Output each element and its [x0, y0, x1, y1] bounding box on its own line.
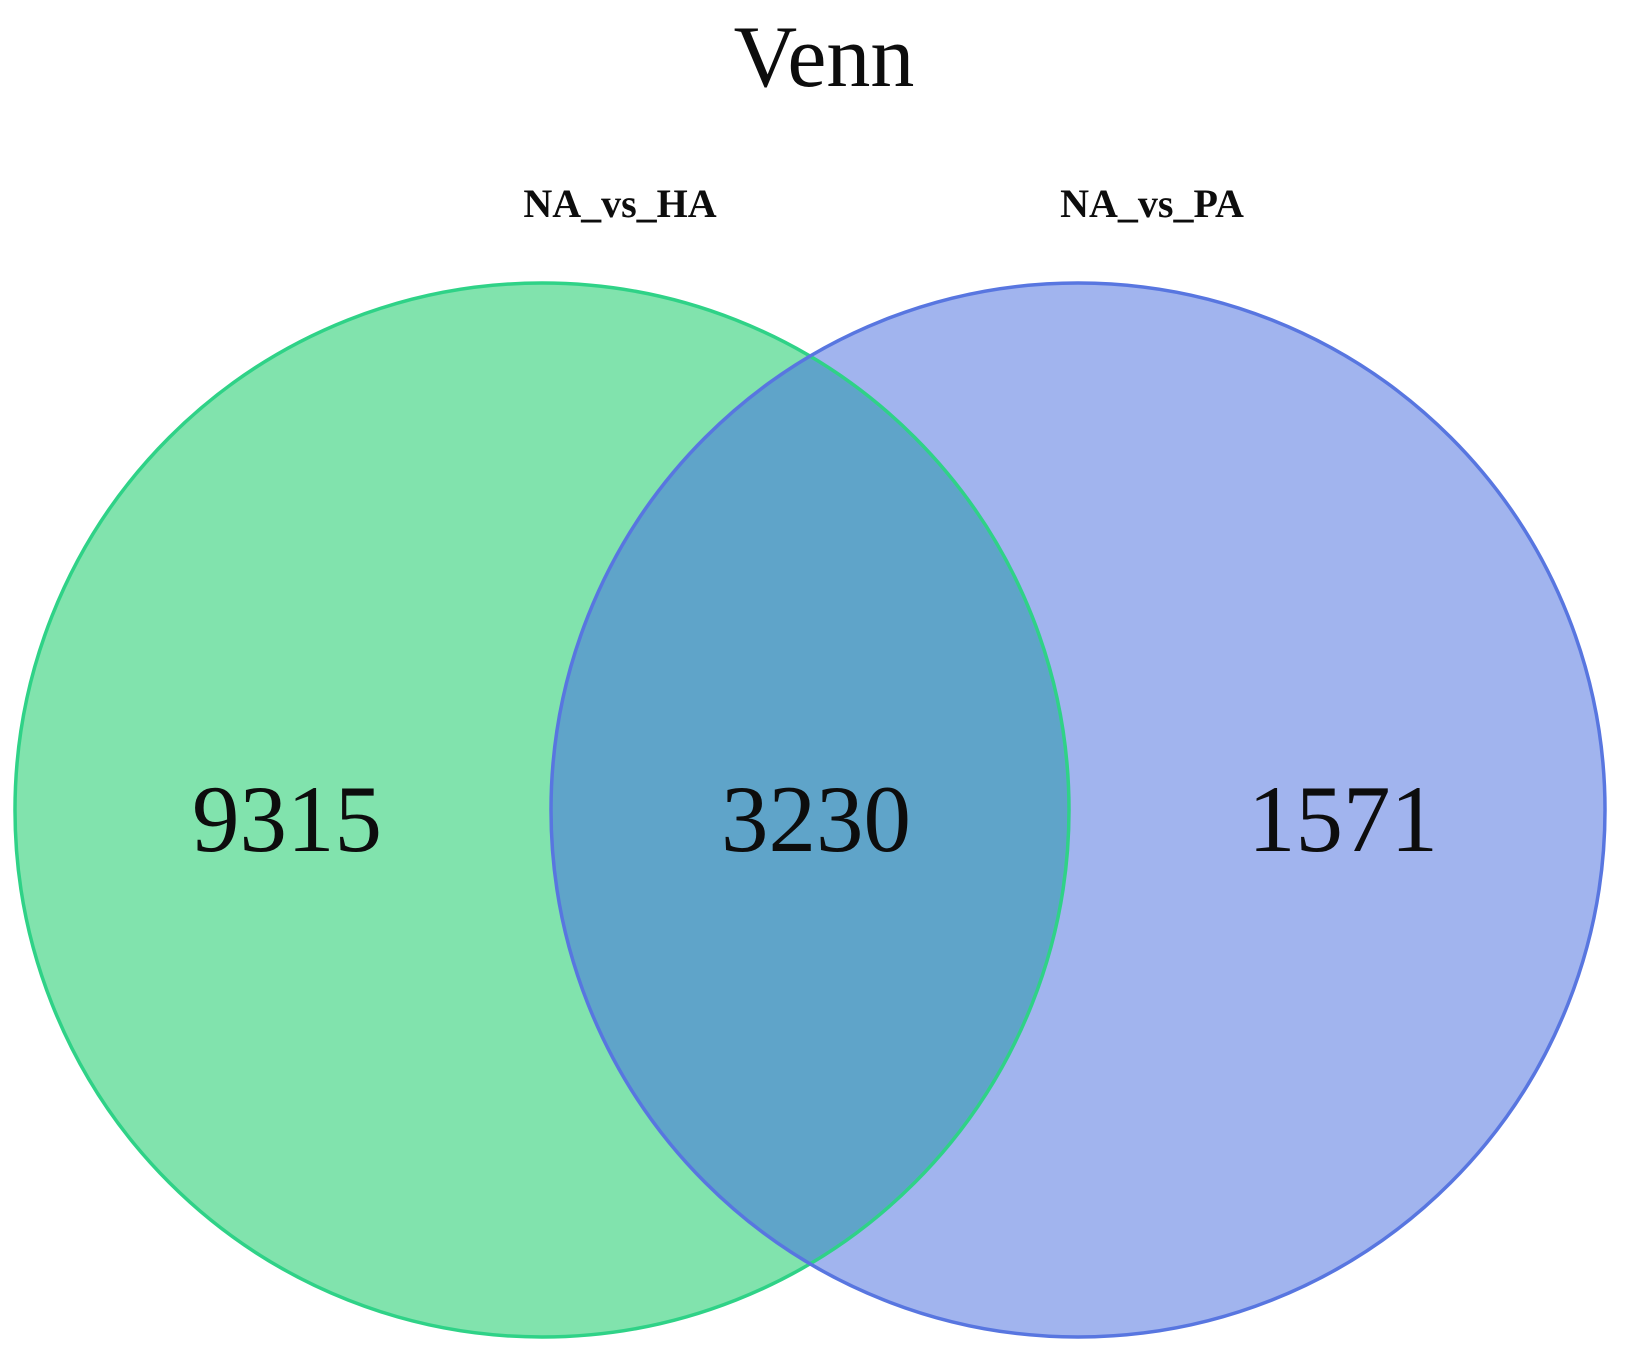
left-set-outline: [13, 281, 1071, 1339]
right-set-outline: [549, 281, 1607, 1339]
count-left-only: 9315: [192, 766, 382, 872]
set-label-na-vs-pa: NA_vs_PA: [1060, 181, 1244, 226]
set-label-na-vs-ha: NA_vs_HA: [523, 181, 717, 226]
overlap-region: [551, 283, 1069, 1337]
count-intersection: 3230: [721, 766, 911, 872]
count-right-only: 1571: [1248, 766, 1438, 872]
chart-title: Venn: [733, 9, 915, 106]
